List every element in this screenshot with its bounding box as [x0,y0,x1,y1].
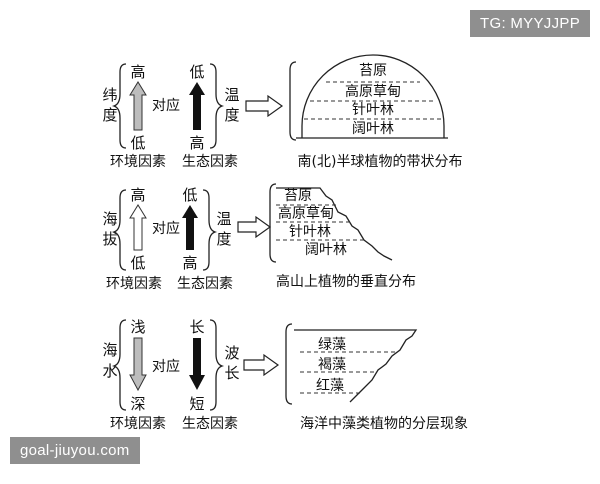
env-factor-char-1: 海 [102,210,117,228]
black-up-arrow [189,82,205,130]
eco-caption: 生态因素 [182,416,238,432]
eco-top-label: 低 [182,186,197,204]
env-top-label: 浅 [130,318,145,336]
relation-label: 对应 [152,97,180,114]
hollow-right-arrow [243,353,280,377]
zone-label: 红藻 [316,378,344,394]
zone-label: 苔原 [359,62,387,79]
env-factor-char-2: 水 [102,362,117,380]
env-bottom-label: 深 [130,395,145,413]
left-brace [111,189,127,271]
eco-factor-char-1: 温 [216,210,231,228]
watermark-top: TG: MYYJJPP [470,10,590,37]
relation-label: 对应 [152,220,180,237]
zone-label: 阔叶林 [352,121,394,137]
mountain-slope [276,187,393,261]
gray-up-arrow [129,81,147,131]
right-brace [202,189,218,271]
figure-caption: 南(北)半球植物的带状分布 [298,154,463,170]
env-bottom-label: 低 [130,254,145,272]
env-factor-char-1: 海 [102,341,117,359]
figure-caption: 海洋中藻类植物的分层现象 [300,416,468,432]
zone-label: 高原草甸 [345,83,401,100]
black-up-arrow [182,205,198,250]
hemisphere-dome [301,54,445,138]
zone-label: 绿藻 [318,337,346,353]
env-bottom-label: 低 [130,134,145,152]
env-top-label: 高 [130,186,145,204]
hollow-right-arrow [237,215,272,239]
panel-altitude: 海 拔 高 低 对应 低 高 温 度 环境因素 生态因素 苔原 高原草甸 针叶林… [102,183,416,292]
black-down-arrow [189,338,205,390]
eco-bottom-label: 高 [182,254,197,272]
zone-label: 苔原 [284,187,312,204]
env-factor-char-2: 度 [102,106,117,124]
env-caption: 环境因素 [106,276,162,292]
hollow-right-arrow [245,94,284,118]
seabed-slope [294,329,418,403]
zone-label: 针叶林 [352,102,394,118]
panel-seawater: 海 水 浅 深 对应 长 短 波 长 环境因素 生态因素 绿藻 褐藻 红藻 海洋… [102,318,468,432]
gray-down-arrow [129,337,147,392]
eco-bottom-label: 短 [189,395,204,413]
figure-caption: 高山上植物的垂直分布 [276,273,416,290]
eco-factor-char-2: 长 [224,364,239,382]
zone-label: 针叶林 [289,224,331,240]
eco-factor-char-1: 波 [224,344,239,362]
env-factor-char-1: 纬 [102,86,117,104]
eco-factor-char-2: 度 [224,106,239,124]
figure-bracket [269,183,277,263]
relation-label: 对应 [152,358,180,375]
eco-factor-char-1: 温 [224,86,239,104]
env-top-label: 高 [130,63,145,81]
eco-caption: 生态因素 [177,276,233,292]
right-brace [209,319,225,411]
zone-label: 高原草甸 [278,205,334,222]
eco-bottom-label: 高 [189,134,204,152]
zone-label: 褐藻 [318,357,346,373]
panel-latitude: 纬 度 高 低 对应 低 高 温 度 环境因素 生态因素 苔原 高原草甸 [102,54,463,170]
eco-top-label: 低 [189,63,204,81]
eco-top-label: 长 [189,318,204,336]
env-caption: 环境因素 [110,154,166,170]
figure-bracket [285,323,293,405]
watermark-bottom: goal-jiuyou.com [10,437,140,464]
left-brace [111,319,127,411]
zone-label: 阔叶林 [305,242,347,258]
env-caption: 环境因素 [110,416,166,432]
eco-factor-char-2: 度 [216,230,231,248]
figure-bracket [289,61,297,141]
right-brace [209,63,225,149]
eco-caption: 生态因素 [182,154,238,170]
hollow-up-arrow [129,204,147,251]
left-brace [111,63,127,149]
env-factor-char-2: 拔 [102,230,117,248]
